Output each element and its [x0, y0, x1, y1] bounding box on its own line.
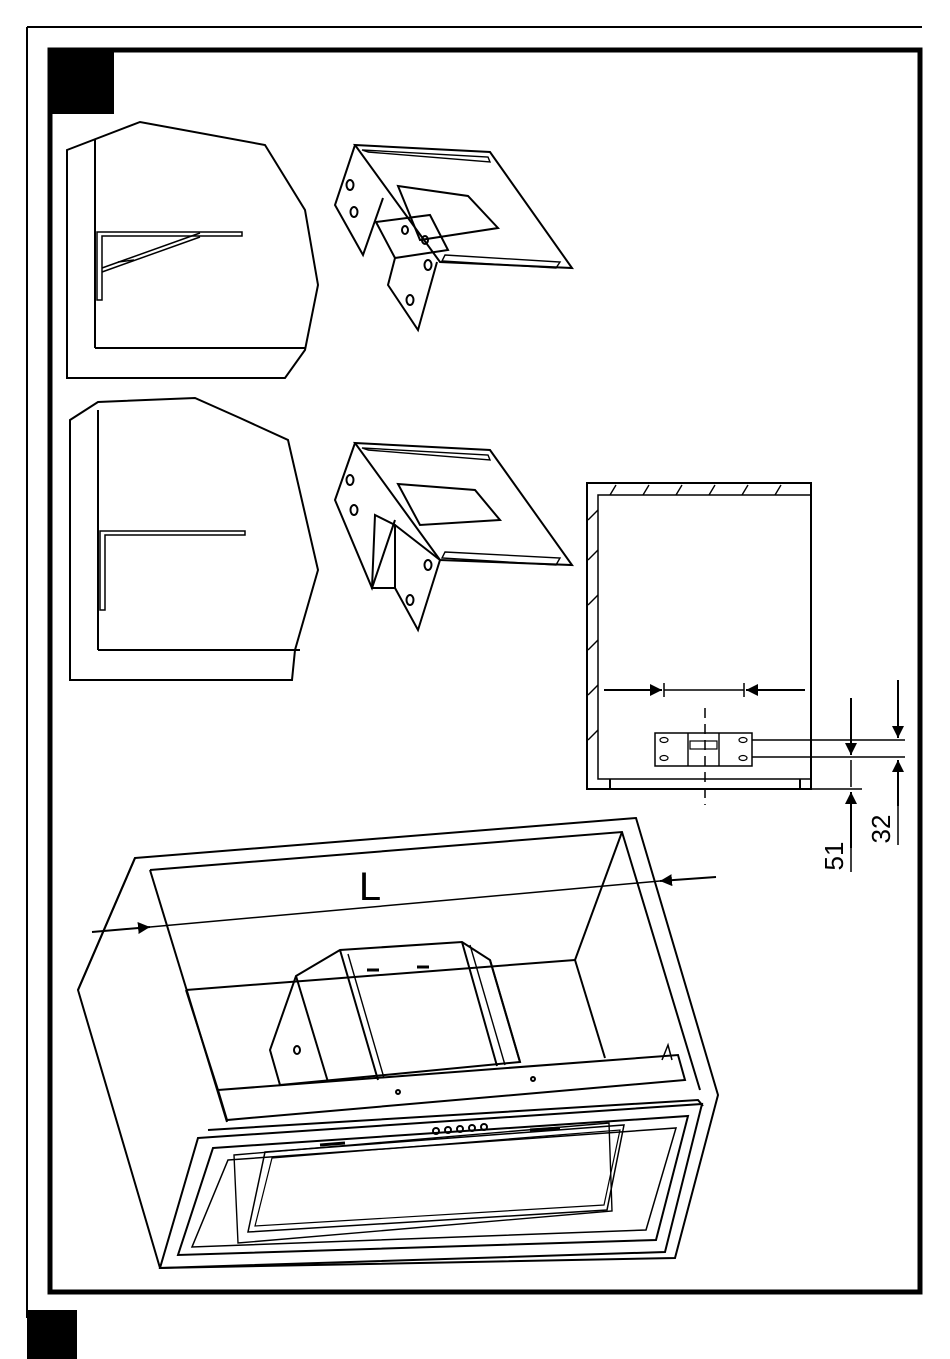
- figure-number-tab: [50, 50, 114, 114]
- cabinet-side-view-middle: [70, 398, 318, 680]
- page-frame: [27, 27, 922, 1359]
- cabinet-side-view-top: [67, 122, 318, 378]
- dimension-32-label: 32: [866, 815, 896, 844]
- bracket-straight-3d: [335, 443, 572, 630]
- dimension-51-label: 51: [819, 842, 849, 871]
- bracket-angled-3d: [335, 145, 572, 330]
- cabinet-front-view: [587, 483, 905, 872]
- length-label: L: [359, 865, 381, 909]
- hood-in-cabinet-3d: [78, 818, 718, 1268]
